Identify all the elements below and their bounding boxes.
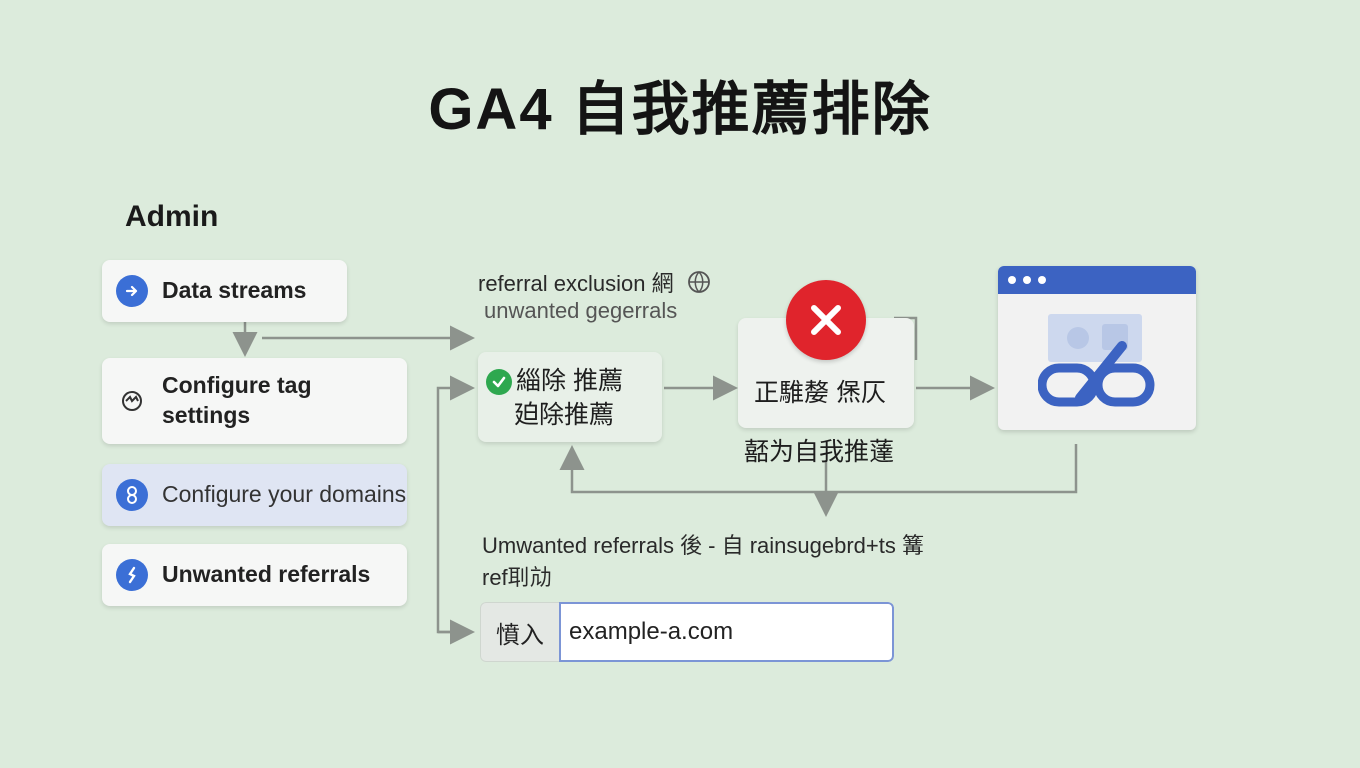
globe-icon xyxy=(684,269,714,301)
nav-item-unwanted-referrals[interactable]: Unwanted referrals xyxy=(102,544,407,606)
arrow-return-loop xyxy=(559,445,828,494)
check-icon xyxy=(486,368,512,395)
browser-window xyxy=(998,266,1196,430)
nav-item-configure-tag-settings[interactable]: Configure tag settings xyxy=(102,358,407,444)
error-x-icon xyxy=(786,280,866,360)
error-caption: 嚭为自我推薘 xyxy=(744,438,895,466)
link-icon xyxy=(116,559,148,591)
nav-item-data-streams[interactable]: Data streams xyxy=(102,260,347,322)
domain-input-row: 憤入 xyxy=(480,602,894,662)
step-line2: 廹除推薦 xyxy=(514,401,615,429)
error-label: 正騅嫠 㷛仄 xyxy=(754,379,886,407)
nav-item-label: Unwanted referrals xyxy=(162,561,371,588)
nav-item-label-line1: Configure tag xyxy=(162,372,312,399)
browser-title-bar xyxy=(998,266,1196,294)
window-dot xyxy=(1038,276,1046,284)
bottom-text-line2: ref刵劥 xyxy=(482,565,552,590)
nav-item-label-line2: settings xyxy=(162,402,251,428)
bottom-text-line1: Umwanted referrals 後 - 自 rainsugebrd+ts … xyxy=(482,533,924,558)
input-prefix-label: 憤入 xyxy=(480,602,559,662)
broken-link-icon xyxy=(1037,310,1158,421)
arrow-left-loop xyxy=(436,375,475,634)
admin-heading: Admin xyxy=(125,200,219,233)
annotation-text: referral exclusion 網 xyxy=(478,271,674,296)
settings-sync-icon xyxy=(116,385,148,417)
window-dot xyxy=(1023,276,1031,284)
link-icon xyxy=(116,479,148,511)
arrow-right-icon xyxy=(116,275,148,307)
window-dot xyxy=(1008,276,1016,284)
nav-item-label: Data streams xyxy=(162,277,307,304)
domain-input[interactable] xyxy=(559,602,894,662)
step-box-exclusion: 緇除 推薦 廹除推薦 xyxy=(478,352,662,442)
annotation-referral-exclusion: referral exclusion 網 xyxy=(478,266,714,301)
arrow-browser-return xyxy=(826,444,1078,494)
step-line1: 緇除 推薦 xyxy=(516,367,623,395)
nav-item-label: Configure your domains xyxy=(162,481,407,508)
annotation-unwanted: unwanted gegerrals xyxy=(484,298,678,323)
page-title: GA4 自我推薦排除 xyxy=(428,77,932,142)
nav-item-configure-domains[interactable]: Configure your domains xyxy=(102,464,407,526)
